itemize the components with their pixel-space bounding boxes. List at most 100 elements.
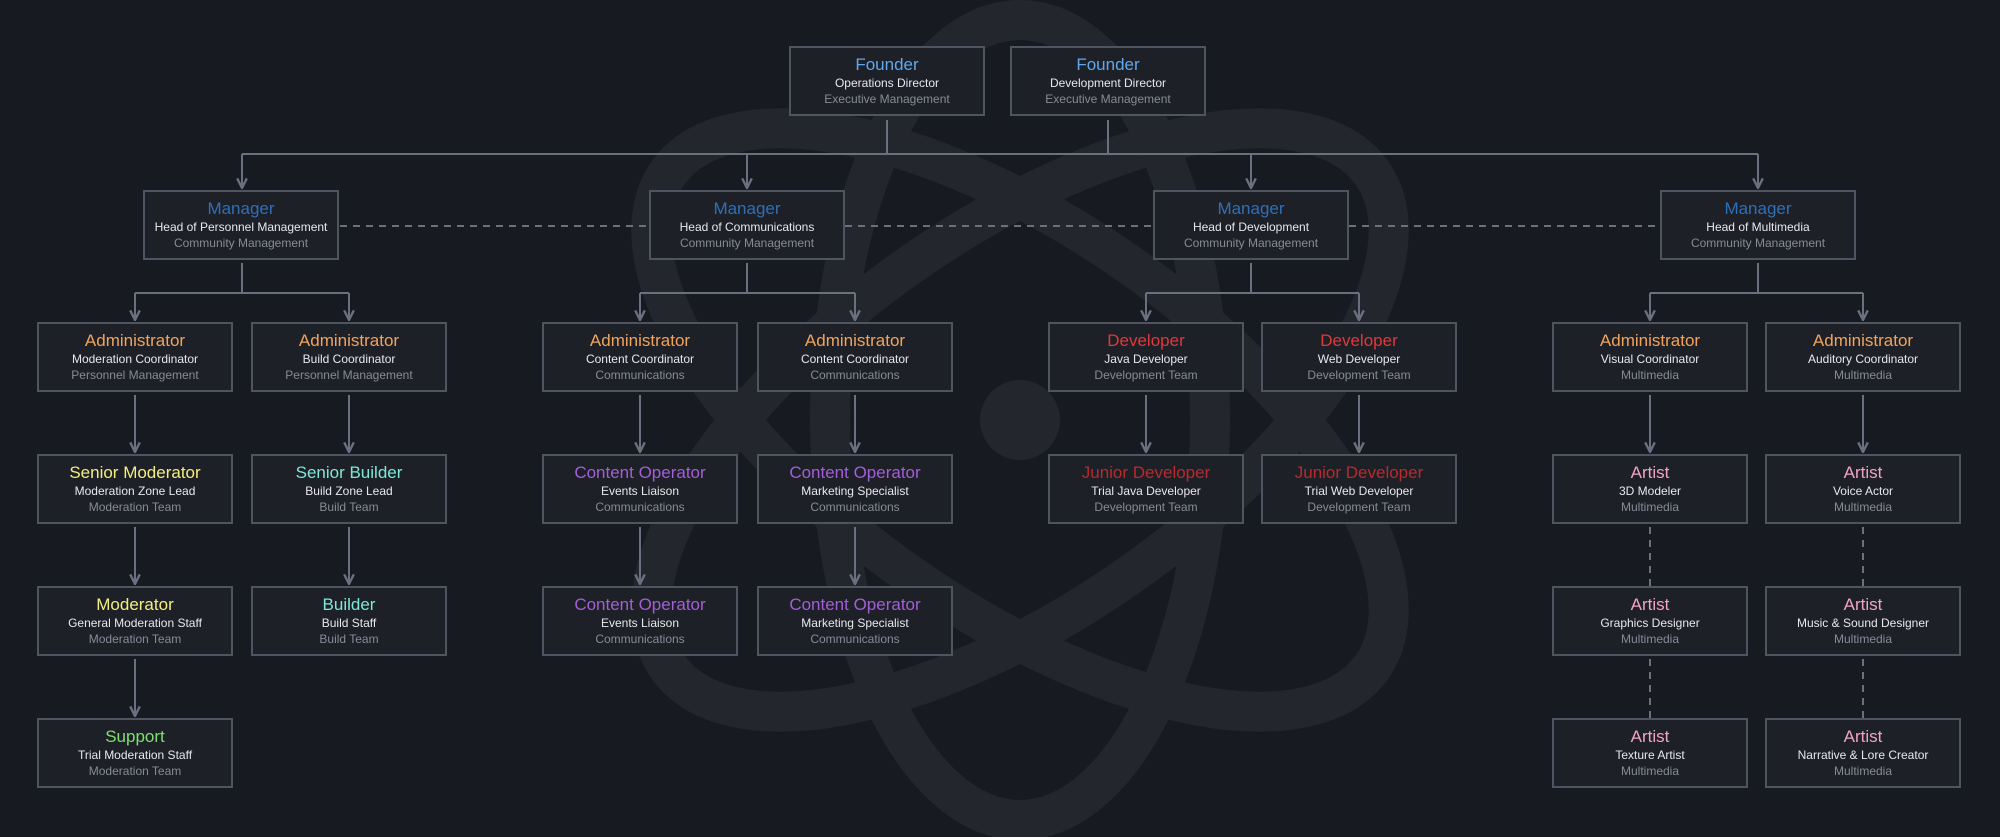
role-box-content-operator-marketing-2[interactable]: Content Operator Marketing Specialist Co… [757, 586, 953, 656]
manager-connector [640, 263, 855, 294]
role-box-admin-auditory[interactable]: Administrator Auditory Coordinator Multi… [1765, 322, 1961, 392]
role-position: Java Developer [1104, 352, 1188, 366]
role-box-artist-voice[interactable]: Artist Voice Actor Multimedia [1765, 454, 1961, 524]
role-box-manager-development[interactable]: Manager Head of Development Community Ma… [1153, 190, 1349, 260]
role-department: Multimedia [1620, 764, 1680, 778]
role-department: Multimedia [1620, 632, 1680, 646]
role-department: Multimedia [1620, 368, 1680, 382]
role-position: Moderation Coordinator [71, 352, 199, 366]
role-box-artist-narrative[interactable]: Artist Narrative & Lore Creator Multimed… [1765, 718, 1961, 788]
role-title: Moderator [96, 595, 174, 614]
role-position: Operations Director [834, 76, 940, 90]
role-position: Head of Multimedia [1706, 220, 1810, 234]
role-position: Voice Actor [1832, 484, 1894, 498]
role-box-support[interactable]: Support Trial Moderation Staff Moderatio… [37, 718, 233, 788]
role-title: Artist [1630, 595, 1670, 614]
role-title: Content Operator [789, 595, 921, 614]
role-title: Manager [1724, 199, 1792, 218]
role-box-developer-java[interactable]: Developer Java Developer Development Tea… [1048, 322, 1244, 392]
role-position: Marketing Specialist [801, 616, 909, 630]
role-box-content-operator-events-2[interactable]: Content Operator Events Liaison Communic… [542, 586, 738, 656]
role-box-founder-development[interactable]: Founder Development Director Executive M… [1010, 46, 1206, 116]
manager-connector [1650, 263, 1863, 294]
role-position: Build Staff [321, 616, 377, 630]
role-title: Developer [1107, 331, 1185, 350]
role-title: Content Operator [789, 463, 921, 482]
role-department: Multimedia [1620, 500, 1680, 514]
manager-connector [1146, 263, 1359, 294]
role-box-content-operator-marketing-1[interactable]: Content Operator Marketing Specialist Co… [757, 454, 953, 524]
role-department: Moderation Team [88, 500, 182, 514]
role-box-artist-3d[interactable]: Artist 3D Modeler Multimedia [1552, 454, 1748, 524]
role-box-admin-build[interactable]: Administrator Build Coordinator Personne… [251, 322, 447, 392]
role-department: Communications [810, 368, 900, 382]
role-position: Events Liaison [600, 616, 680, 630]
role-position: Build Coordinator [302, 352, 396, 366]
role-box-artist-texture[interactable]: Artist Texture Artist Multimedia [1552, 718, 1748, 788]
role-box-content-operator-events-1[interactable]: Content Operator Events Liaison Communic… [542, 454, 738, 524]
role-box-junior-developer-java[interactable]: Junior Developer Trial Java Developer De… [1048, 454, 1244, 524]
role-box-builder[interactable]: Builder Build Staff Build Team [251, 586, 447, 656]
role-title: Content Operator [574, 595, 706, 614]
role-department: Communications [595, 632, 685, 646]
role-title: Administrator [589, 331, 691, 350]
role-department: Communications [595, 500, 685, 514]
role-title: Artist [1630, 727, 1670, 746]
role-title: Administrator [1599, 331, 1701, 350]
role-title: Developer [1320, 331, 1398, 350]
role-title: Junior Developer [1081, 463, 1211, 482]
role-box-developer-web[interactable]: Developer Web Developer Development Team [1261, 322, 1457, 392]
role-box-manager-personnel[interactable]: Manager Head of Personnel Management Com… [143, 190, 339, 260]
role-department: Executive Management [1045, 92, 1171, 106]
role-title: Founder [1076, 55, 1140, 74]
role-position: 3D Modeler [1618, 484, 1682, 498]
role-position: Music & Sound Designer [1796, 616, 1930, 630]
role-title: Junior Developer [1294, 463, 1424, 482]
role-department: Development Team [1307, 500, 1411, 514]
role-position: Visual Coordinator [1600, 352, 1700, 366]
role-box-senior-moderator[interactable]: Senior Moderator Moderation Zone Lead Mo… [37, 454, 233, 524]
role-position: Narrative & Lore Creator [1797, 748, 1929, 762]
role-department: Community Management [679, 236, 815, 250]
role-title: Senior Moderator [69, 463, 201, 482]
connector-lines [135, 120, 1863, 718]
role-position: Head of Communications [679, 220, 815, 234]
role-position: Web Developer [1317, 352, 1401, 366]
role-department: Personnel Management [285, 368, 413, 382]
role-position: Build Zone Lead [305, 484, 393, 498]
role-box-admin-content-2[interactable]: Administrator Content Coordinator Commun… [757, 322, 953, 392]
role-box-admin-content-1[interactable]: Administrator Content Coordinator Commun… [542, 322, 738, 392]
role-department: Executive Management [824, 92, 950, 106]
role-position: Trial Web Developer [1304, 484, 1414, 498]
role-department: Moderation Team [88, 764, 182, 778]
role-title: Artist [1843, 727, 1883, 746]
role-department: Development Team [1307, 368, 1411, 382]
role-department: Development Team [1094, 368, 1198, 382]
role-box-artist-graphics[interactable]: Artist Graphics Designer Multimedia [1552, 586, 1748, 656]
role-department: Personnel Management [71, 368, 199, 382]
role-box-founder-operations[interactable]: Founder Operations Director Executive Ma… [789, 46, 985, 116]
role-position: Auditory Coordinator [1807, 352, 1919, 366]
role-department: Multimedia [1833, 368, 1893, 382]
role-box-admin-visual[interactable]: Administrator Visual Coordinator Multime… [1552, 322, 1748, 392]
role-title: Administrator [1812, 331, 1914, 350]
role-box-admin-moderation[interactable]: Administrator Moderation Coordinator Per… [37, 322, 233, 392]
role-box-moderator[interactable]: Moderator General Moderation Staff Moder… [37, 586, 233, 656]
role-department: Build Team [319, 632, 379, 646]
role-box-artist-music[interactable]: Artist Music & Sound Designer Multimedia [1765, 586, 1961, 656]
atom-orbit-watermark-icon [631, 0, 1409, 837]
role-position: Head of Development [1192, 220, 1310, 234]
role-department: Communications [595, 368, 685, 382]
role-title: Manager [713, 199, 781, 218]
role-box-junior-developer-web[interactable]: Junior Developer Trial Web Developer Dev… [1261, 454, 1457, 524]
role-department: Multimedia [1833, 500, 1893, 514]
role-department: Development Team [1094, 500, 1198, 514]
role-box-senior-builder[interactable]: Senior Builder Build Zone Lead Build Tea… [251, 454, 447, 524]
role-department: Multimedia [1833, 632, 1893, 646]
role-box-manager-communications[interactable]: Manager Head of Communications Community… [649, 190, 845, 260]
role-title: Manager [1217, 199, 1285, 218]
role-department: Communications [810, 500, 900, 514]
role-department: Community Management [173, 236, 309, 250]
role-box-manager-multimedia[interactable]: Manager Head of Multimedia Community Man… [1660, 190, 1856, 260]
